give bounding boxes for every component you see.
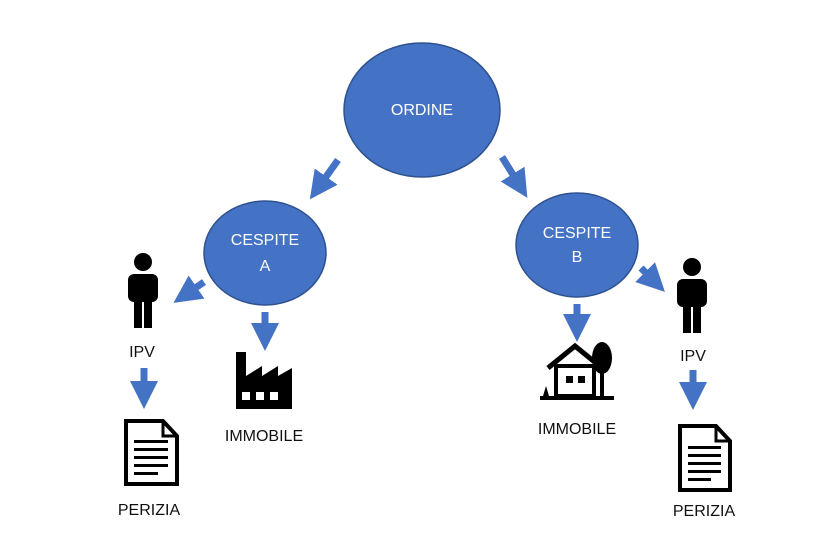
arrows: [130, 155, 707, 410]
node-cespite-b-line1: CESPITE: [543, 225, 611, 242]
node-ordine: ORDINE: [343, 42, 501, 178]
node-cespite-a: CESPITE A: [203, 200, 327, 306]
immobile-label-left: IMMOBILE: [225, 428, 303, 445]
arrow-cespite-a-to-ipv: [173, 275, 206, 303]
perizia-label-right: PERIZIA: [673, 503, 736, 520]
ipv-label-left: IPV: [129, 344, 155, 361]
node-cespite-b: CESPITE B: [515, 192, 639, 298]
person-icon: [128, 253, 158, 328]
house-icon: [540, 342, 614, 400]
node-cespite-a-line2: A: [260, 258, 271, 275]
node-cespite-a-line1: CESPITE: [231, 232, 299, 249]
arrow-cespite-b-to-ipv: [635, 262, 665, 292]
perizia-label-left: PERIZIA: [118, 502, 181, 519]
arrow-ordine-to-cespite-b: [499, 155, 528, 198]
ipv-label-right: IPV: [680, 348, 706, 365]
node-ordine-label: ORDINE: [391, 102, 453, 119]
person-icon: [677, 258, 707, 333]
factory-icon: [236, 352, 292, 409]
arrow-ordine-to-cespite-a: [309, 157, 341, 200]
immobile-label-right: IMMOBILE: [538, 421, 616, 438]
document-icon: [678, 424, 732, 492]
node-cespite-b-line2: B: [572, 249, 583, 266]
document-icon: [124, 419, 179, 486]
